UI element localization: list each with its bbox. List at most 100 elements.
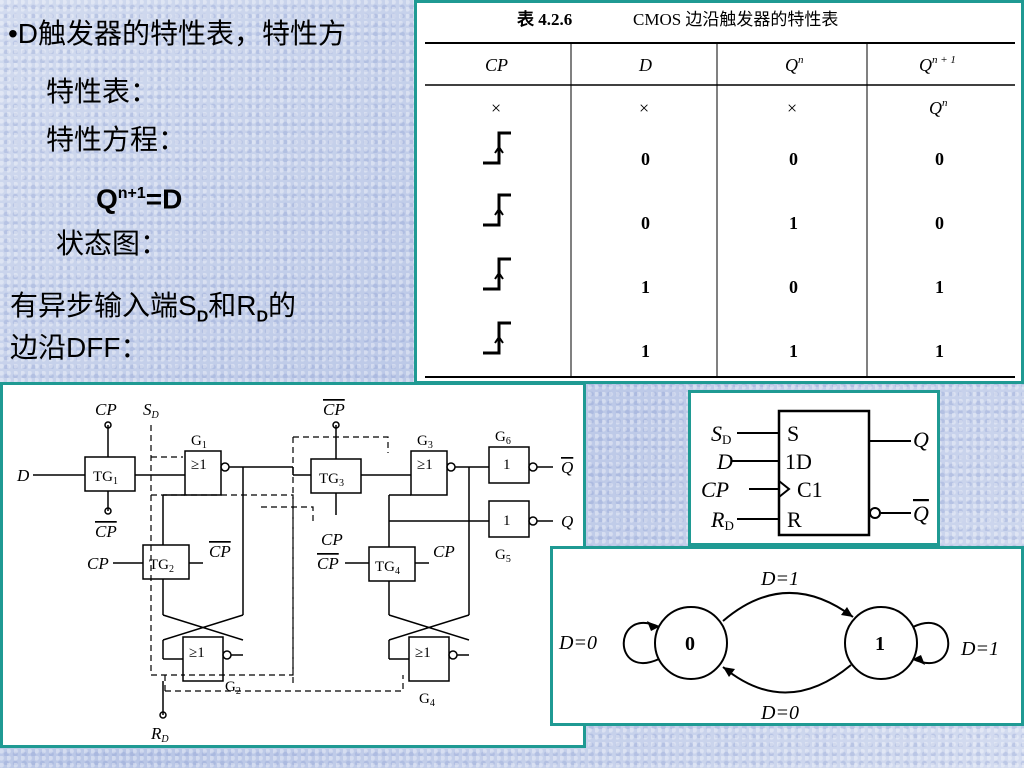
g6-sym: 1 [503, 457, 511, 473]
equation-rhs: =D [145, 183, 183, 215]
edge-arrow-icon [494, 271, 504, 280]
tg4-box [368, 546, 416, 582]
rising-edge-icon [483, 193, 511, 227]
async-c: 的 [268, 290, 297, 321]
label-top: D=1 [760, 568, 799, 590]
symbol-sd: SD [711, 421, 731, 447]
symbol-box [777, 409, 871, 537]
label-left: D=0 [558, 632, 597, 654]
tg3-box [310, 458, 362, 494]
arrowhead-icon [841, 607, 853, 617]
label-right: D=1 [960, 638, 999, 660]
self-loop-0 [622, 622, 660, 664]
circuit-q: Q [561, 512, 573, 531]
g4-sym: ≥1 [415, 645, 431, 661]
rising-edge-icon [483, 321, 511, 355]
symbol-qbar: Q [913, 501, 929, 526]
row2-q: 1 [789, 213, 798, 233]
equation-q: Q [96, 183, 118, 215]
g3-label: G3 [417, 433, 433, 451]
circuit-panel: CP SD D CP CP CP CP CP CP CP RD Q Q TG1 … [0, 382, 586, 748]
symbol-r: R [787, 507, 802, 532]
circuit-cp-4: CP [433, 542, 455, 561]
row2-d: 0 [641, 213, 650, 233]
equation: Qn+1=D [96, 178, 182, 215]
equation-sup: n+1 [117, 185, 146, 202]
row4-q: 1 [789, 341, 798, 361]
table-caption-text: CMOS 边沿触发器的特性表 [633, 10, 838, 29]
async-sub2: D [256, 308, 269, 326]
header-d: D [638, 55, 652, 75]
header-qn1: Qn + 1 [919, 54, 956, 75]
state-diagram: 0 1 D=1 D=0 D=0 D=1 [558, 568, 999, 724]
g3-box [410, 450, 448, 496]
state-0-node [654, 606, 728, 680]
dff-circuit: CP SD D CP CP CP CP CP CP CP RD Q Q TG1 … [16, 400, 573, 745]
row4-qn1: 1 [935, 341, 944, 361]
g4-box [408, 636, 450, 682]
dff-symbol: SD D CP RD S 1D C1 R Q Q [701, 409, 929, 537]
g2-sym: ≥1 [189, 645, 205, 661]
edge-arrow-icon [494, 335, 504, 344]
edge-arrow-icon [494, 207, 504, 216]
row1-q: 0 [789, 149, 798, 169]
g6-label: G6 [495, 429, 511, 447]
state-0-label: 0 [685, 633, 695, 655]
header-cp: CP [485, 55, 508, 75]
g3-sym: ≥1 [417, 457, 433, 473]
self-loop-1 [912, 622, 950, 664]
row0-q: × [787, 98, 797, 118]
circuit-cpbar-2: CP [209, 542, 231, 561]
transition-0-to-1 [722, 592, 854, 622]
tg2-label: TG2 [149, 557, 174, 575]
tg1-box [84, 456, 136, 492]
row3-q: 0 [789, 277, 798, 297]
g1-label: G1 [191, 433, 207, 451]
circuit-cp-3: CP [321, 530, 343, 549]
state-label: 状态图： [56, 228, 169, 259]
label-bottom: D=0 [760, 702, 799, 723]
async-b: 和R [208, 290, 257, 321]
symbol-q: Q [913, 427, 929, 452]
circuit-cpbar-4: CP [317, 554, 339, 573]
state-1-label: 1 [875, 633, 885, 655]
g5-sym: 1 [503, 513, 511, 529]
g4-label: G4 [419, 691, 435, 709]
symbol-c1: C1 [797, 477, 823, 502]
symbol-cp: CP [701, 477, 729, 502]
circuit-sd: SD [143, 400, 160, 421]
row0-d: × [639, 98, 649, 118]
rising-edge-icon [483, 131, 511, 165]
characteristic-table-panel: 表 4.2.6 CMOS 边沿触发器的特性表 CP D Qn Qn + 1 × … [414, 0, 1024, 384]
row0-cp: × [491, 98, 501, 118]
row4-d: 1 [641, 341, 650, 361]
symbol-panel: SD D CP RD S 1D C1 R Q Q [688, 390, 940, 546]
g1-box [184, 450, 222, 496]
table-label: 特性表： [46, 76, 159, 107]
async-line2: 边沿DFF： [10, 332, 149, 363]
state-panel: 0 1 D=1 D=0 D=0 D=1 [550, 546, 1024, 726]
async-sub1: D [196, 308, 209, 326]
async-a: 有异步输入端S [10, 290, 197, 321]
edge-arrow-icon [494, 145, 504, 154]
circuit-d: D [16, 466, 30, 485]
g1-sym: ≥1 [191, 457, 207, 473]
g2-label: G2 [225, 679, 241, 697]
row3-d: 1 [641, 277, 650, 297]
circuit-cpbar-top3: CP [323, 400, 345, 419]
symbol-1d: 1D [785, 449, 812, 474]
g5-label: G5 [495, 547, 511, 565]
symbol-rd: RD [710, 507, 734, 533]
symbol-s: S [787, 421, 799, 446]
symbol-d: D [716, 449, 733, 474]
g2-box [182, 636, 224, 682]
transition-1-to-0 [722, 664, 852, 694]
rising-edge-icon [483, 257, 511, 291]
circuit-cp-top: CP [95, 400, 117, 419]
tg4-label: TG4 [375, 559, 400, 577]
heading: •D触发器的特性表，特性方 [8, 18, 346, 50]
row1-qn1: 0 [935, 149, 944, 169]
heading-text: •D触发器的特性表，特性方 [8, 18, 347, 49]
circuit-qbar: Q [561, 458, 573, 477]
circuit-cp-left: CP [87, 554, 109, 573]
